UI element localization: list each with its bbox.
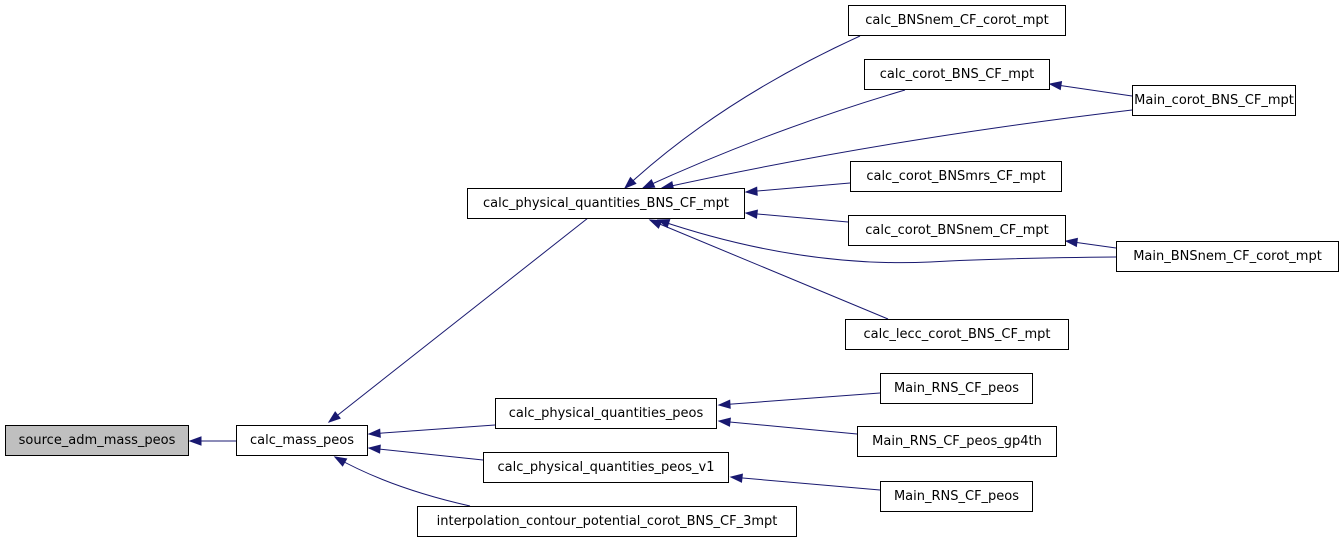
edge-interpolation_contour_potential_corot_BNS_CF_3mpt-to-calc_mass_peos (333, 456, 471, 507)
node-main-bnsnem-cf-corot-mpt[interactable]: Main_BNSnem_CF_corot_mpt (1116, 241, 1339, 272)
edge-Main_corot_BNS_CF_mpt-to-calc_corot_BNS_CF_mpt (1048, 80, 1133, 97)
edge-calc_lecc_corot_BNS_CF_mpt-to-calc_physical_quantities_BNS_CF_mpt (648, 219, 889, 320)
node-main-rns-cf-peos-gp4th[interactable]: Main_RNS_CF_peos_gp4th (857, 426, 1057, 457)
node-calc-physical-quantities-bns-cf-mpt[interactable]: calc_physical_quantities_BNS_CF_mpt (467, 188, 745, 219)
arrowhead-icon (623, 176, 637, 189)
arrowhead-icon (744, 209, 758, 219)
arrowhead-icon (729, 473, 743, 483)
node-calc-corot-bnsnem-cf-mpt[interactable]: calc_corot_BNSnem_CF_mpt (848, 215, 1066, 246)
node-calc-bnsnem-cf-corot-mpt[interactable]: calc_BNSnem_CF_corot_mpt (848, 5, 1066, 36)
edge-calc_corot_BNS_CF_mpt-to-calc_physical_quantities_BNS_CF_mpt (641, 89, 906, 189)
edge-Main_RNS_CF_peos_1-to-calc_physical_quantities_peos (717, 392, 881, 409)
node-calc-corot-bns-cf-mpt[interactable]: calc_corot_BNS_CF_mpt (864, 59, 1050, 90)
arrowhead-icon (717, 417, 731, 427)
arrowhead-icon (1048, 80, 1063, 91)
edge-Main_RNS_CF_peos_gp4th-to-calc_physical_quantities_peos (717, 417, 858, 435)
node-calc-mass-peos[interactable]: calc_mass_peos (236, 425, 368, 456)
arrowhead-icon (1064, 237, 1078, 248)
edge-calc_corot_BNSnem_CF_mpt-to-calc_physical_quantities_BNS_CF_mpt (744, 209, 849, 223)
arrowhead-icon (744, 186, 758, 196)
edge-Main_BNSnem_CF_corot_mpt-to-calc_corot_BNSnem_CF_mpt (1064, 237, 1117, 249)
arrowhead-icon (648, 219, 663, 229)
node-main-rns-cf-peos[interactable]: Main_RNS_CF_peos (880, 373, 1033, 404)
arrowhead-icon (641, 179, 656, 189)
node-source-adm-mass-peos: source_adm_mass_peos (5, 425, 189, 456)
node-calc-physical-quantities-peos-v1[interactable]: calc_physical_quantities_peos_v1 (483, 452, 729, 483)
node-calc-physical-quantities-peos[interactable]: calc_physical_quantities_peos (495, 398, 717, 429)
node-calc-corot-bnsmrs-cf-mpt[interactable]: calc_corot_BNSmrs_CF_mpt (850, 161, 1062, 192)
arrowhead-icon (188, 436, 202, 446)
edge-Main_BNSnem_CF_corot_mpt-to-calc_physical_quantities_BNS_CF_mpt (656, 219, 1117, 264)
arrowhead-icon (717, 399, 731, 409)
arrowhead-icon (327, 411, 341, 423)
node-main-corot-bns-cf-mpt[interactable]: Main_corot_BNS_CF_mpt (1132, 85, 1296, 116)
edge-calc_physical_quantities_peos_v1-to-calc_mass_peos (367, 444, 484, 461)
edge-calc_physical_quantities_BNS_CF_mpt-to-calc_mass_peos (327, 217, 589, 423)
node-calc-lecc-corot-bns-cf-mpt[interactable]: calc_lecc_corot_BNS_CF_mpt (845, 319, 1069, 350)
arrowhead-icon (333, 456, 348, 467)
arrowhead-icon (367, 444, 381, 454)
edge-calc_BNSnem_CF_corot_mpt-to-calc_physical_quantities_BNS_CF_mpt (623, 35, 861, 189)
edge-calc_corot_BNSmrs_CF_mpt-to-calc_physical_quantities_BNS_CF_mpt (744, 182, 851, 196)
node-main-rns-cf-peos-2[interactable]: Main_RNS_CF_peos (880, 481, 1033, 512)
edge-calc_mass_peos-to-source_adm_mass_peos (188, 436, 236, 446)
edge-Main_RNS_CF_peos_2-to-calc_physical_quantities_peos_v1 (729, 473, 881, 491)
node-interpolation-contour-potential-corot-bns-cf-3mpt[interactable]: interpolation_contour_potential_corot_BN… (417, 506, 797, 537)
arrowhead-icon (367, 428, 381, 438)
edge-calc_physical_quantities_peos-to-calc_mass_peos (367, 424, 496, 438)
